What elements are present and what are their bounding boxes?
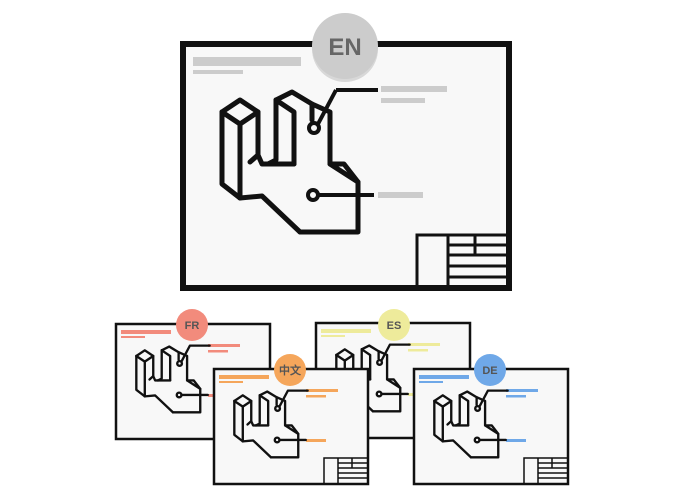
subtitle-placeholder [121, 336, 145, 338]
subtitle-placeholder [321, 335, 345, 337]
part-drawing [135, 344, 211, 414]
language-badge-fr: FR [176, 309, 208, 341]
part-drawing [433, 389, 509, 459]
language-badge-zh: 中文 [274, 354, 306, 386]
sheet-de: DE [412, 354, 570, 486]
callout-label-1b [381, 98, 425, 103]
callout-label-1 [408, 343, 440, 346]
callout-label-2 [506, 439, 526, 442]
title-placeholder [321, 329, 371, 333]
title-placeholder [121, 330, 171, 334]
callout-label-1 [381, 86, 447, 92]
title-placeholder [193, 57, 301, 66]
title-block [323, 457, 369, 485]
language-badge-es: ES [378, 309, 410, 341]
badge-label: FR [185, 320, 200, 332]
badge-label: ES [387, 320, 402, 332]
callout-label-2 [378, 192, 423, 198]
language-badge-en: EN [312, 13, 378, 82]
language-badge-de: DE [474, 354, 506, 386]
title-placeholder [219, 375, 269, 379]
title-block [415, 233, 511, 290]
badge-label: 中文 [279, 363, 302, 377]
badge-label: DE [482, 365, 497, 377]
subtitle-placeholder [193, 70, 243, 74]
callout-label-2 [306, 439, 326, 442]
badge-label: EN [328, 34, 361, 61]
title-placeholder [419, 375, 469, 379]
callout-label-1b [208, 350, 228, 353]
subtitle-placeholder [219, 381, 243, 383]
title-block [523, 457, 569, 485]
callout-label-1 [506, 389, 538, 392]
sheet-zh: 中文 [212, 354, 370, 486]
part-drawing [233, 389, 309, 459]
sheet-en: EN [180, 13, 512, 291]
callout-label-1b [306, 395, 326, 398]
callout-label-1b [408, 349, 428, 352]
callout-label-1b [506, 395, 526, 398]
callout-label-1 [306, 389, 338, 392]
subtitle-placeholder [419, 381, 443, 383]
callout-label-1 [208, 344, 240, 347]
